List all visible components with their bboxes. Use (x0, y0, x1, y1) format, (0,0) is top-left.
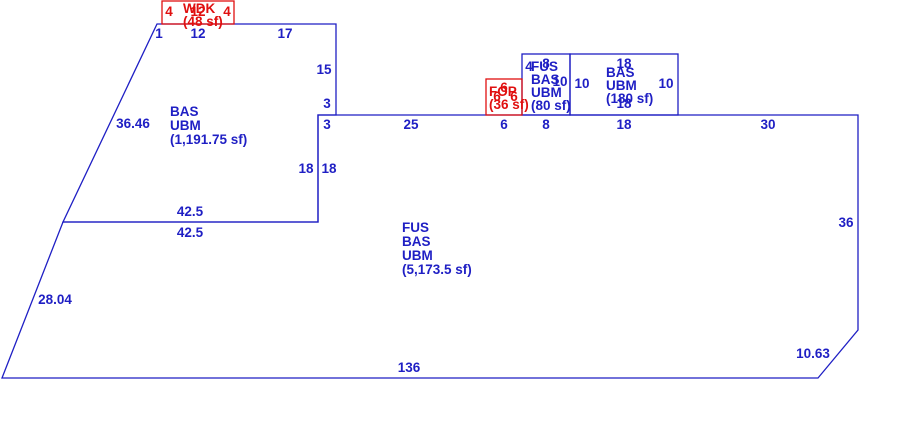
porch-area-sqft: (36 sf) (489, 97, 529, 112)
main-area-line-1: FUS (402, 220, 429, 235)
porch-area-label: FOP (36 sf) (489, 84, 529, 112)
deck-area-label: WDK (48 sf) (183, 1, 223, 29)
dim-step-top-42-5: 42.5 (177, 204, 204, 219)
deck-area-sqft: (48 sf) (183, 14, 223, 29)
dim-box-small-right-10: 10 (552, 74, 567, 89)
dim-box-large-top-18: 18 (616, 56, 632, 71)
dim-step-bottom-42-5: 42.5 (177, 225, 204, 240)
dim-porch-6b: 6 (493, 89, 501, 104)
upper-left-area-label: BAS UBM (1,191.75 sf) (170, 104, 247, 147)
dim-porch-6a: 6 (500, 80, 508, 95)
upper-right-small-area-label: FUS BAS UBM (80 sf) (531, 59, 571, 113)
dim-box-large-right-10: 10 (658, 76, 673, 91)
dim-main-top-18: 18 (616, 117, 632, 132)
main-area-label: FUS BAS UBM (5,173.5 sf) (402, 220, 472, 277)
upper-left-area-line-2: UBM (170, 118, 201, 133)
dim-right-3a: 3 (323, 96, 331, 111)
upper-right-large-area-line-2: UBM (606, 78, 637, 93)
dim-inner-18-left: 18 (298, 161, 314, 176)
dim-top-17: 17 (277, 26, 292, 41)
upper-right-large-area-sqft: (180 sf) (606, 91, 653, 106)
upper-left-area-sqft: (1,191.75 sf) (170, 132, 247, 147)
dim-right-15: 15 (316, 62, 332, 77)
upper-left-area-line-1: BAS (170, 104, 199, 119)
dim-main-top-6: 6 (500, 117, 508, 132)
deck-outline (161, 0, 235, 25)
dim-bottom-136: 136 (398, 360, 421, 375)
dim-inner-18-right: 18 (321, 161, 337, 176)
dim-slant-28-04: 28.04 (38, 292, 72, 307)
dim-deck-12: 12 (190, 4, 205, 19)
dim-right-36: 36 (838, 215, 854, 230)
upper-right-small-area-line-2: BAS (531, 72, 560, 87)
dim-slant-36-46: 36.46 (116, 116, 150, 131)
main-area-line-2: BAS (402, 234, 431, 249)
dim-box-large-left-10: 10 (574, 76, 589, 91)
main-area-sqft: (5,173.5 sf) (402, 262, 472, 277)
porch-area-line-1: FOP (489, 84, 517, 99)
upper-right-large-area-label: BAS UBM (180 sf) (606, 65, 653, 106)
main-area-line-3: UBM (402, 248, 433, 263)
main-body-outline (1, 114, 859, 379)
upper-right-large-area-line-1: BAS (606, 65, 635, 80)
dim-top-1: 1 (155, 26, 163, 41)
dim-box-small-top-8: 8 (542, 56, 550, 71)
dim-deck-4b: 4 (223, 4, 231, 19)
dim-top-12: 12 (190, 26, 205, 41)
dim-main-top-25: 25 (403, 117, 419, 132)
upper-right-small-area-sqft: (80 sf) (531, 98, 571, 113)
upper-right-small-area-line-3: UBM (531, 85, 562, 100)
porch-outline (485, 78, 523, 116)
dim-box-small-left-4: 4 (525, 59, 533, 74)
dim-main-top-8: 8 (542, 117, 550, 132)
deck-area-line-1: WDK (183, 1, 215, 16)
dim-deck-4a: 4 (165, 4, 173, 19)
dim-main-top-30: 30 (760, 117, 775, 132)
dim-right-3b: 3 (323, 117, 331, 132)
upper-right-small-area-line-1: FUS (531, 59, 558, 74)
dim-porch-6c: 6 (510, 89, 518, 104)
dim-box-large-bottom-18: 18 (616, 96, 632, 111)
dim-corner-10-63: 10.63 (796, 346, 830, 361)
